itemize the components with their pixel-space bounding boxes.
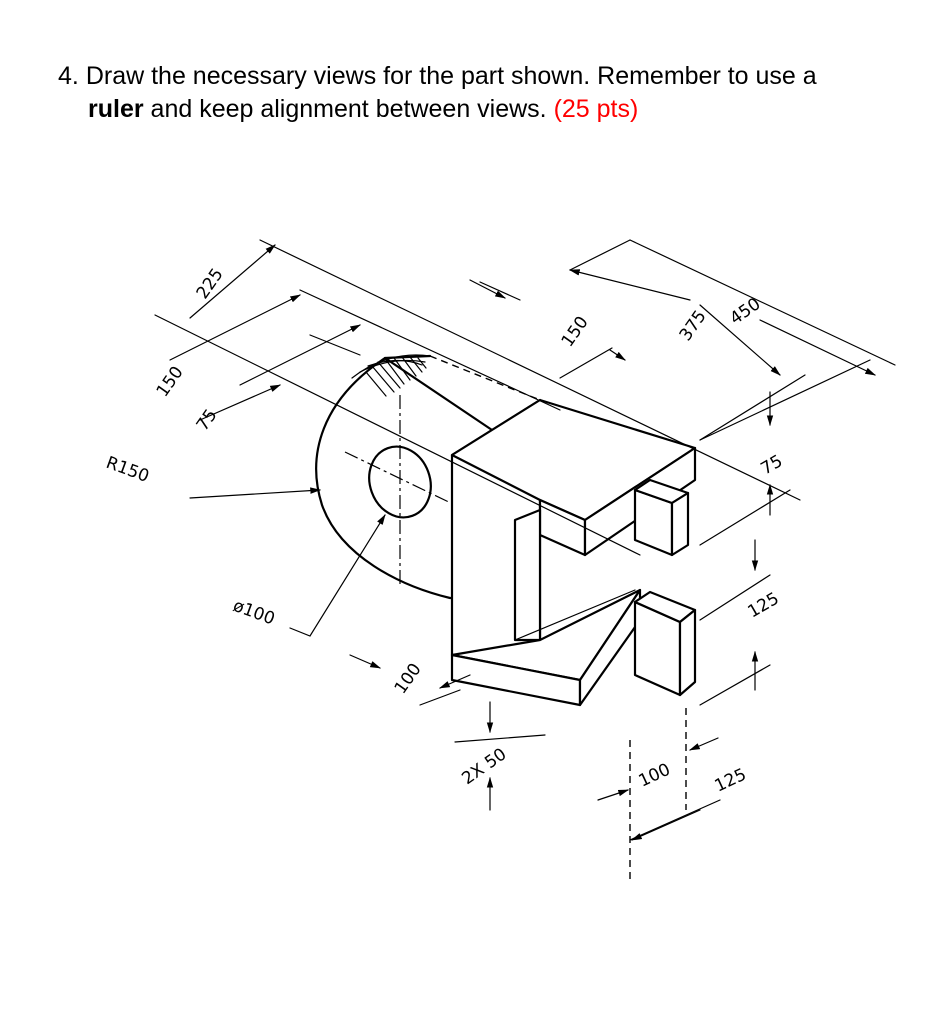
upper-tab-side (670, 491, 690, 557)
question-line1: Draw the necessary views for the part sh… (85, 62, 817, 90)
points-label: (25 pts) (553, 95, 639, 123)
lower-tab-side (678, 608, 697, 697)
dim-150-left: 150 (153, 363, 188, 401)
dim-375: 375 (676, 307, 711, 345)
question-text: 4. Draw the necessary views for the part… (58, 60, 918, 126)
dim-2x50: 2X 50 (458, 744, 510, 789)
question-line2-rest: and keep alignment between views. (143, 95, 547, 123)
dim-dia100: ø100 (230, 596, 277, 629)
part-body (315, 354, 697, 707)
dim-150-top: 150 (558, 313, 593, 351)
dim-225: 225 (193, 265, 228, 303)
ruler-word: ruler (88, 95, 144, 123)
dim-75-left: 75 (193, 406, 222, 435)
inner-opening (513, 508, 542, 642)
dim-100-bottom: 100 (391, 660, 426, 698)
dim-125-right: 125 (745, 589, 783, 623)
dim-450: 450 (726, 294, 764, 329)
dim-r150: R150 (103, 453, 151, 487)
dimension-lines (154, 239, 896, 880)
cylinder-shading (351, 354, 431, 397)
question-number: 4. (58, 62, 79, 90)
dim-100-br: 100 (636, 760, 674, 792)
dim-75-right: 75 (758, 451, 787, 479)
question-line2: ruler and keep alignment between views. … (58, 93, 918, 126)
dim-125-br: 125 (712, 765, 750, 797)
